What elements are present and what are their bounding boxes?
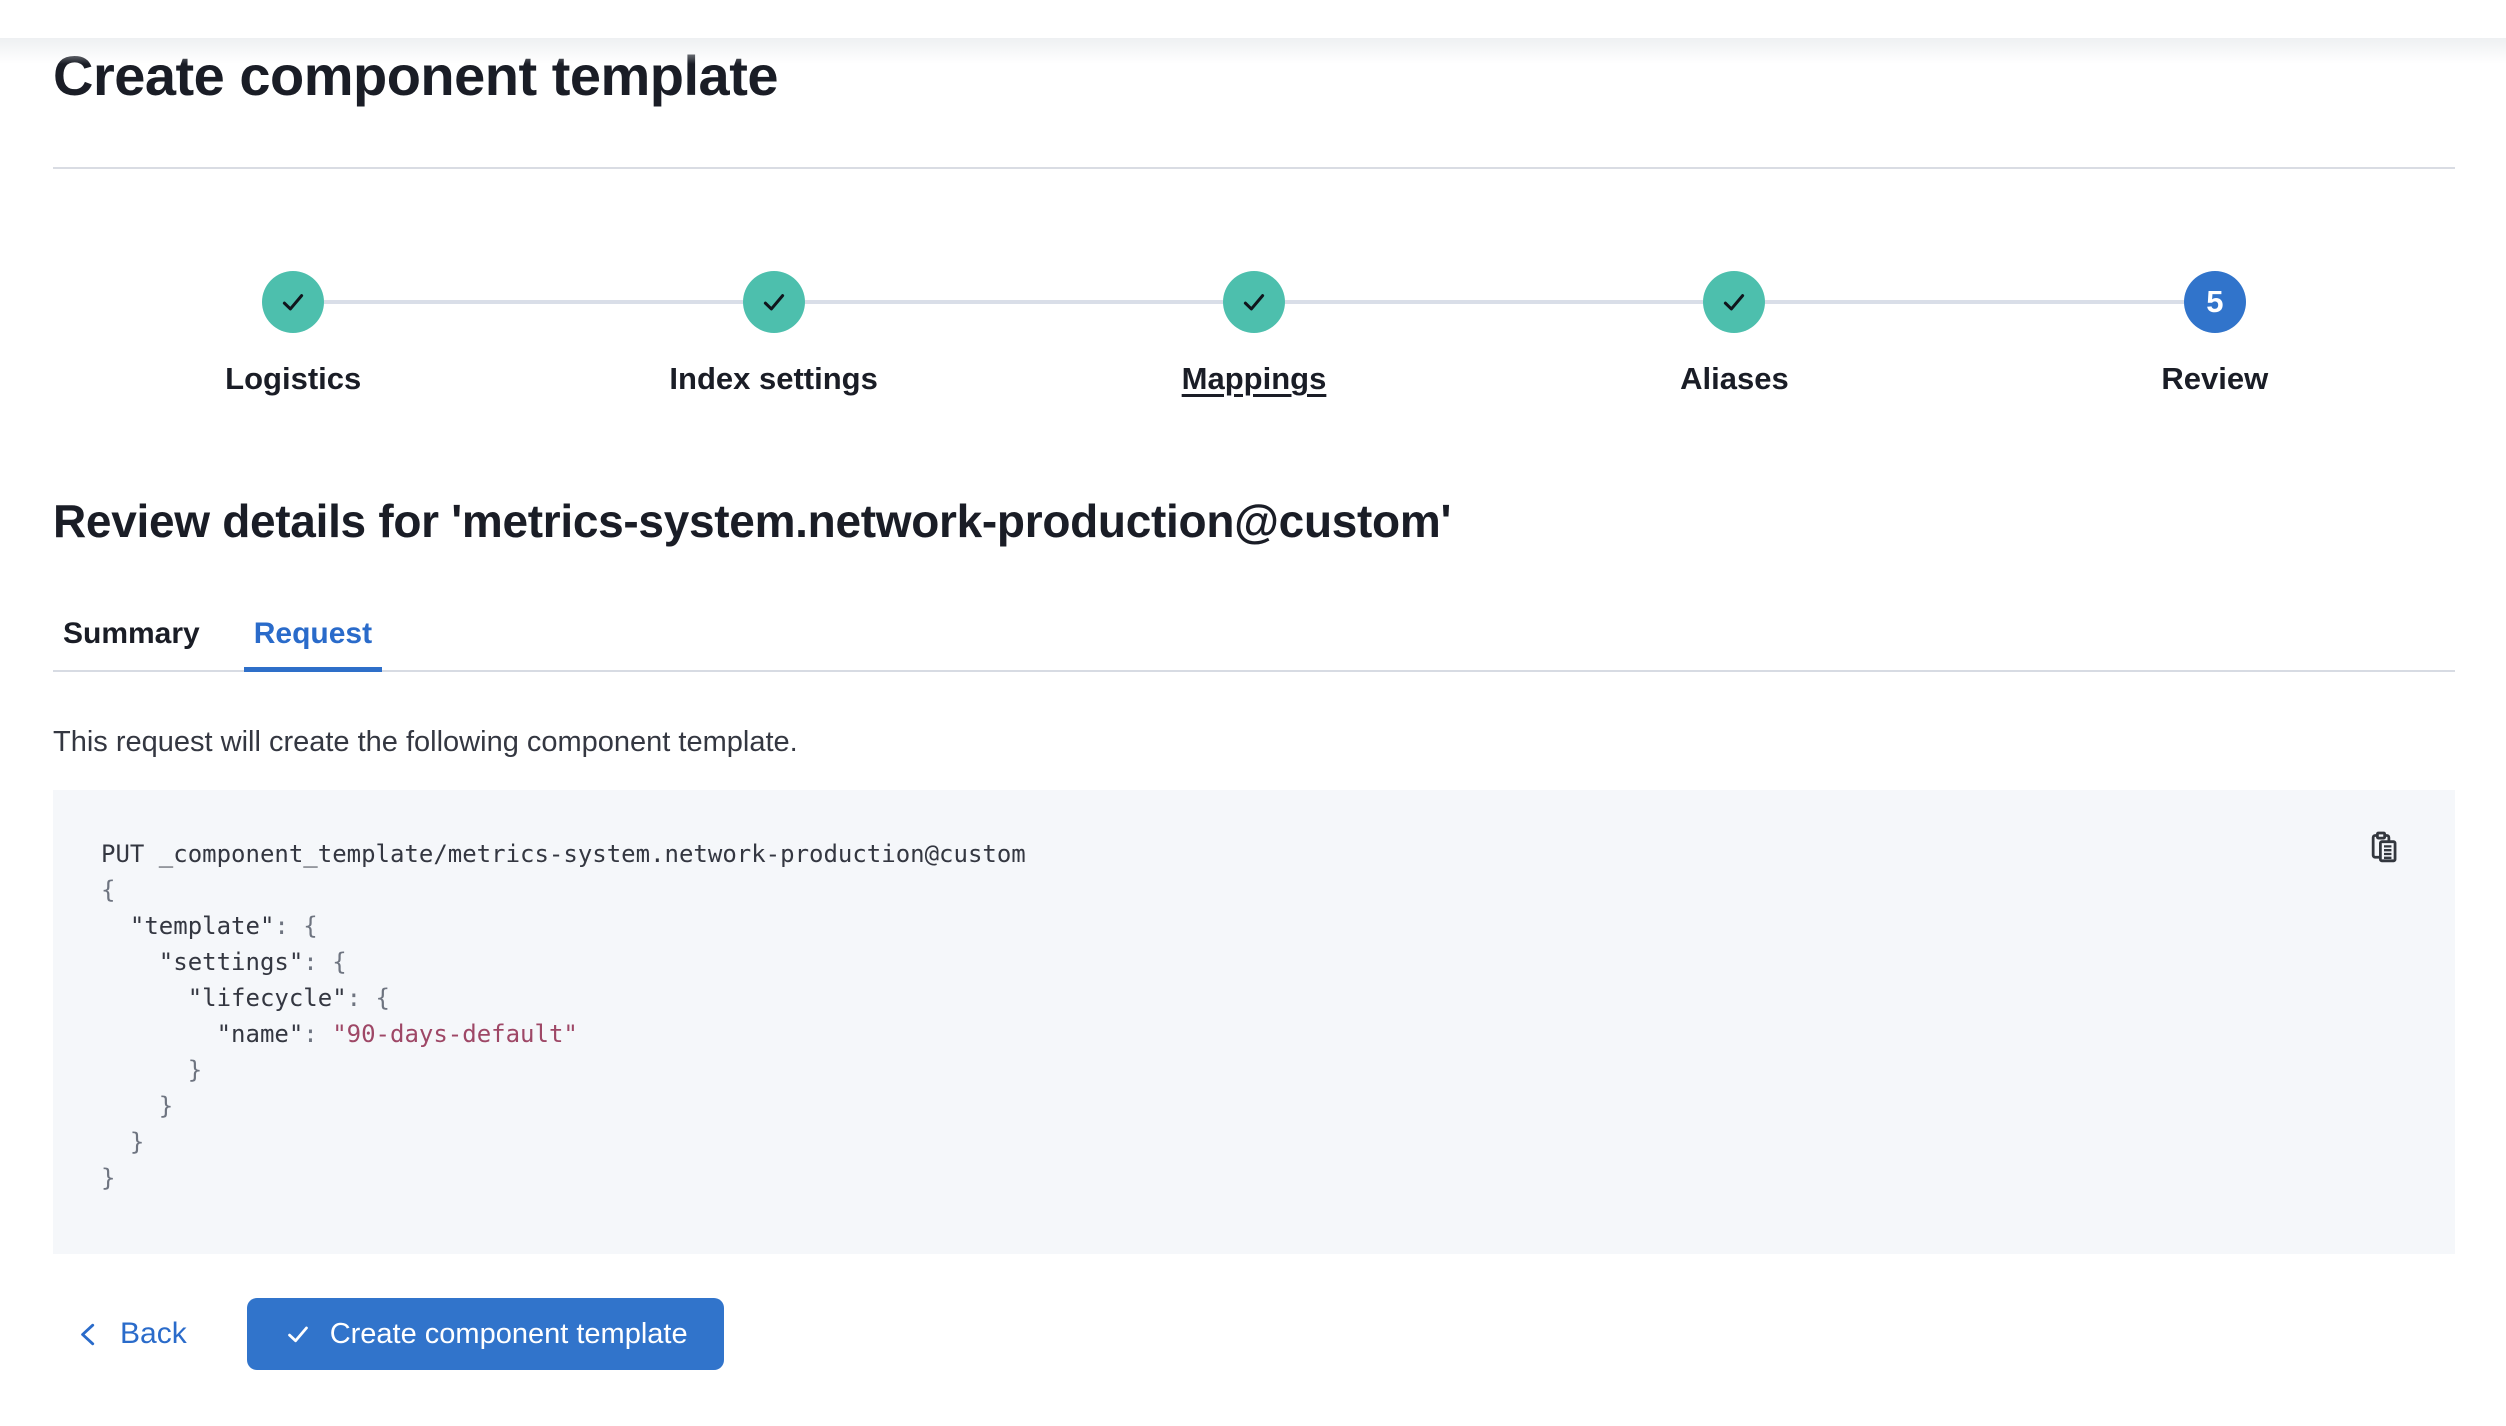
step-label: Mappings <box>1181 361 1327 396</box>
step-connector-line <box>533 300 743 304</box>
chevron-left-icon <box>81 1323 95 1345</box>
code-line: } <box>101 1092 174 1120</box>
code-line: PUT _component_template/metrics-system.n… <box>101 840 1026 868</box>
create-component-template-button[interactable]: Create component template <box>246 1298 724 1370</box>
step-track <box>533 271 1014 333</box>
create-component-template-page: Create component template Logistics Index… <box>0 38 2506 1370</box>
code-line: { <box>101 876 116 904</box>
step-connector-line <box>1974 300 2184 304</box>
step-index-settings[interactable]: Index settings <box>533 271 1014 399</box>
step-track <box>1494 271 1975 333</box>
tab-summary[interactable]: Summary <box>53 603 210 672</box>
step-label: Logistics <box>225 361 362 396</box>
check-icon <box>283 294 304 311</box>
step-complete-circle <box>742 271 805 333</box>
back-label: Back <box>120 1317 187 1350</box>
step-connector-line <box>804 300 1014 304</box>
wizard-footer: Back Create component template <box>53 1298 2455 1370</box>
title-divider <box>53 167 2455 169</box>
step-connector-line <box>1494 300 1704 304</box>
step-track <box>53 271 534 333</box>
step-label: Index settings <box>669 361 878 396</box>
check-icon <box>287 1326 308 1343</box>
review-tabs: Summary Request <box>53 603 2455 672</box>
step-connector-line <box>1285 300 1495 304</box>
code-line: "name": "90-days-default" <box>216 1020 578 1048</box>
step-label: Review <box>2161 361 2269 396</box>
step-connector-line <box>2246 300 2455 304</box>
step-complete-circle <box>1223 271 1286 333</box>
request-code-block: PUT _component_template/metrics-system.n… <box>53 790 2455 1254</box>
request-description: This request will create the following c… <box>53 726 798 758</box>
step-label: Aliases <box>1680 361 1789 396</box>
code-line: "settings": { <box>158 948 347 976</box>
request-code: PUT _component_template/metrics-system.n… <box>101 836 2407 1196</box>
step-complete-circle <box>1703 271 1766 333</box>
code-line: "template": { <box>129 912 318 940</box>
page-title: Create component template <box>53 44 779 107</box>
step-complete-circle <box>262 271 325 333</box>
review-heading: Review details for 'metrics-system.netwo… <box>53 495 1452 547</box>
code-line: } <box>101 1164 116 1192</box>
code-line: } <box>101 1056 203 1084</box>
code-line: "lifecycle": { <box>187 984 391 1012</box>
tab-label: Request <box>253 617 373 650</box>
step-track: 5 <box>1974 271 2455 333</box>
check-icon <box>1724 294 1745 311</box>
step-mappings[interactable]: Mappings <box>1013 271 1495 399</box>
step-track <box>1013 271 1495 333</box>
check-icon <box>1243 294 1265 311</box>
submit-label: Create component template <box>329 1317 688 1350</box>
step-aliases[interactable]: Aliases <box>1494 271 1975 399</box>
tab-label: Summary <box>63 617 200 650</box>
step-connector-line <box>53 300 262 304</box>
copy-button[interactable] <box>2363 826 2405 868</box>
check-icon <box>763 294 784 311</box>
step-connector-line <box>1013 300 1224 304</box>
step-number: 5 <box>2206 284 2224 319</box>
copy-clipboard-icon <box>2371 831 2397 863</box>
step-connector-line <box>324 300 534 304</box>
code-line: } <box>101 1128 145 1156</box>
step-connector-line <box>1765 300 1975 304</box>
step-logistics[interactable]: Logistics <box>53 271 534 399</box>
step-current-circle: 5 <box>2183 271 2246 333</box>
tab-request[interactable]: Request <box>243 603 383 672</box>
back-button[interactable]: Back <box>75 1317 187 1351</box>
